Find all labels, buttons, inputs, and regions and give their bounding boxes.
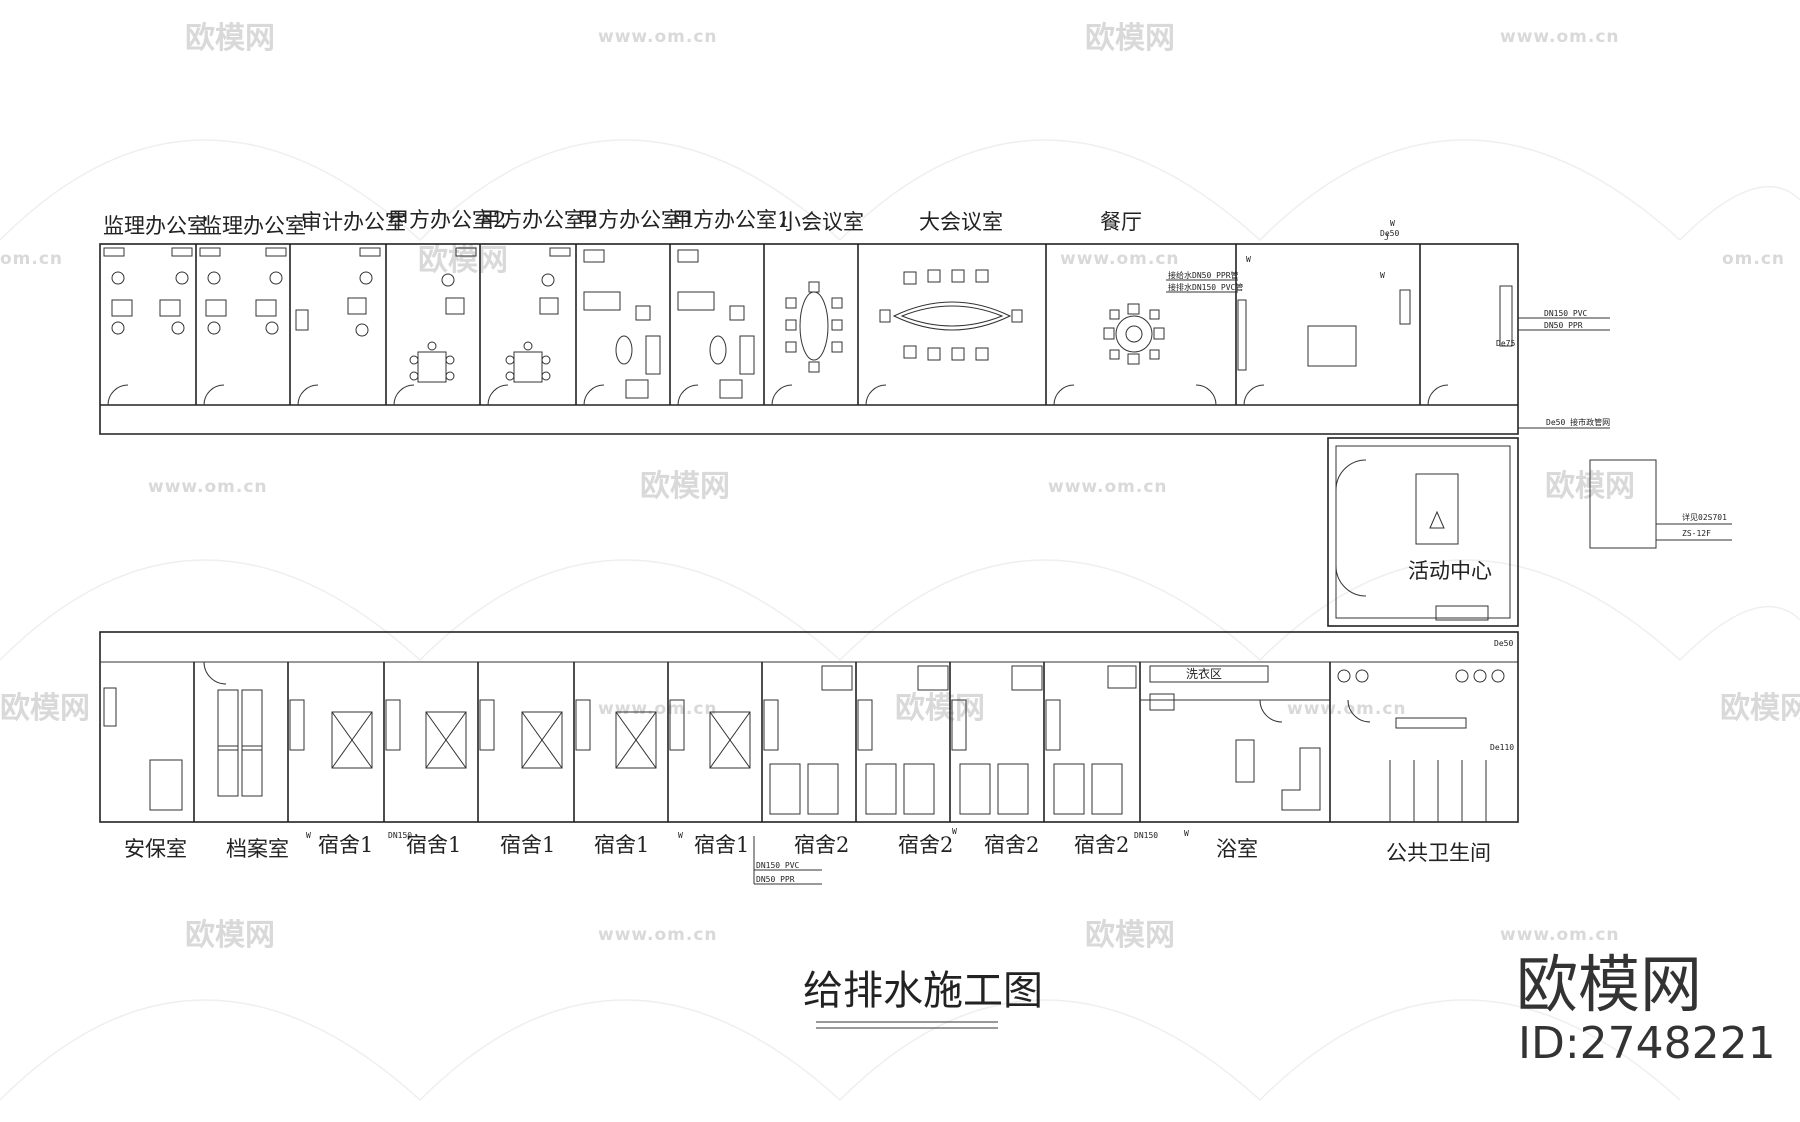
watermark-url: www.om.cn [1287, 699, 1407, 719]
watermark-url: www.om.cn [598, 27, 718, 47]
watermark-url: www.om.cn [598, 699, 718, 719]
activity-center: 活动中心 详见02S701 ZS-12F [1327, 437, 1732, 627]
pipe-note: DN50 PPR [756, 875, 795, 884]
pipe-note: DN150 [1134, 831, 1158, 840]
watermark-brand: 欧模网 [185, 22, 275, 55]
watermark-brand: 欧模网 [1085, 919, 1175, 952]
room-label-dorm-1: 宿舍1 [694, 833, 749, 857]
pipe-note: 接排水DN150 PVC管 [1168, 282, 1243, 292]
room-label-archive-room: 档案室 [226, 837, 289, 861]
watermark-brand: 欧模网 [185, 919, 275, 952]
room-label-supervisor-office: 监理办公室 [201, 214, 306, 238]
watermark-url: om.cn [1722, 249, 1785, 269]
pipe-note: J [1384, 233, 1389, 242]
room-label-dorm-2: 宿舍2 [898, 833, 953, 857]
watermark-url: www.om.cn [598, 925, 718, 945]
watermark-brand: 欧模网 [1085, 22, 1175, 55]
watermark-url: www.om.cn [148, 477, 268, 497]
pipe-note: W [1246, 255, 1251, 264]
watermark-brand: 欧模网 [0, 692, 90, 725]
room-label-client-office-1: 甲方办公室1 [577, 208, 695, 232]
pipe-note: W [1184, 829, 1189, 838]
watermark-brand: 欧模网 [895, 692, 985, 725]
bottom-room-labels: 安保室 档案室 宿舍1 宿舍1 宿舍1 宿舍1 宿舍1 宿舍2 宿舍2 宿舍2 … [124, 833, 1491, 865]
pipe-note: W [952, 827, 957, 836]
pipe-note: De50 接市政管网 [1546, 417, 1610, 427]
bottom-wing [99, 631, 1519, 823]
watermark-layer: 欧模网 欧模网 www.om.cn www.om.cn 欧模网 om.cn ww… [0, 22, 1800, 1102]
pipe-note: W [678, 831, 683, 840]
watermark-url: om.cn [0, 249, 63, 269]
office-furniture [111, 249, 1513, 399]
pipe-note: De50 [1380, 229, 1399, 238]
room-label-client-office-1: 甲方办公室1 [672, 208, 790, 232]
brand-corner: 欧模网 ID:2748221 [1516, 948, 1776, 1069]
room-label-dorm-1: 宿舍1 [594, 833, 649, 857]
room-label-client-office-2: 甲方办公室2 [388, 208, 506, 232]
pipe-note: W [306, 831, 311, 840]
watermark-url: www.om.cn [1060, 249, 1180, 269]
top-wing [99, 243, 1519, 435]
room-label-dorm-2: 宿舍2 [794, 833, 849, 857]
room-label-activity-center: 活动中心 [1408, 559, 1492, 583]
pipe-note: DN150 PVC [756, 861, 800, 870]
pipe-note: De50 [1494, 639, 1513, 648]
watermark-brand: 欧模网 [418, 244, 508, 277]
watermark-url: www.om.cn [1500, 27, 1620, 47]
room-label-audit-office: 审计办公室 [301, 210, 406, 234]
drawing-title: 给排水施工图 [803, 968, 1043, 1014]
top-room-labels: 监理办公室 监理办公室 审计办公室 甲方办公室2 甲方办公室2 甲方办公室1 甲… [103, 208, 1142, 238]
bottom-furniture: 洗衣区 [103, 665, 1505, 815]
room-label-security-room: 安保室 [124, 837, 187, 861]
room-label-large-meeting-room: 大会议室 [919, 210, 1003, 234]
watermark-brand: 欧模网 [1720, 692, 1800, 725]
watermark-brand: 欧模网 [640, 470, 730, 503]
brand-id: ID:2748221 [1518, 1018, 1776, 1069]
room-label-dorm-2: 宿舍2 [1074, 833, 1129, 857]
room-label-small-meeting-room: 小会议室 [780, 210, 864, 234]
drawing-title-block: 给排水施工图 [803, 968, 1043, 1029]
watermark-url: www.om.cn [1048, 477, 1168, 497]
room-label-dining-hall: 餐厅 [1100, 210, 1142, 234]
pipe-note: DN150 PVC [1544, 309, 1588, 318]
pipe-note: De110 [1490, 743, 1514, 752]
room-label-bathhouse: 浴室 [1216, 837, 1258, 861]
pipe-note: DN50 PPR [1544, 321, 1583, 330]
pipe-note: W [1390, 219, 1395, 228]
room-label-dorm-1: 宿舍1 [500, 833, 555, 857]
brand-logo-text: 欧模网 [1516, 948, 1702, 1021]
laundry-label: 洗衣区 [1186, 666, 1222, 681]
room-label-client-office-2: 甲方办公室2 [480, 208, 598, 232]
room-label-dorm-1: 宿舍1 [406, 833, 461, 857]
room-label-supervisor-office: 监理办公室 [103, 214, 208, 238]
pipe-note: W [1380, 271, 1385, 280]
pipe-note: DN150 [388, 831, 412, 840]
room-label-public-toilet: 公共卫生间 [1386, 841, 1491, 865]
top-pipe-notes: 接给水DN50 PPR管 接排水DN150 PVC管 DN150 PVC DN5… [1166, 219, 1610, 429]
pipe-note: ZS-12F [1682, 529, 1711, 538]
pipe-note: 详见02S701 [1682, 512, 1727, 522]
watermark-url: www.om.cn [1500, 925, 1620, 945]
room-label-dorm-1: 宿舍1 [318, 833, 373, 857]
bottom-pipe-notes: DN150 PVC DN50 PPR DN150 DN150 W W W W D… [306, 639, 1514, 885]
pipe-note: De75 [1496, 339, 1515, 348]
room-label-dorm-2: 宿舍2 [984, 833, 1039, 857]
pipe-note: 接给水DN50 PPR管 [1168, 270, 1239, 280]
